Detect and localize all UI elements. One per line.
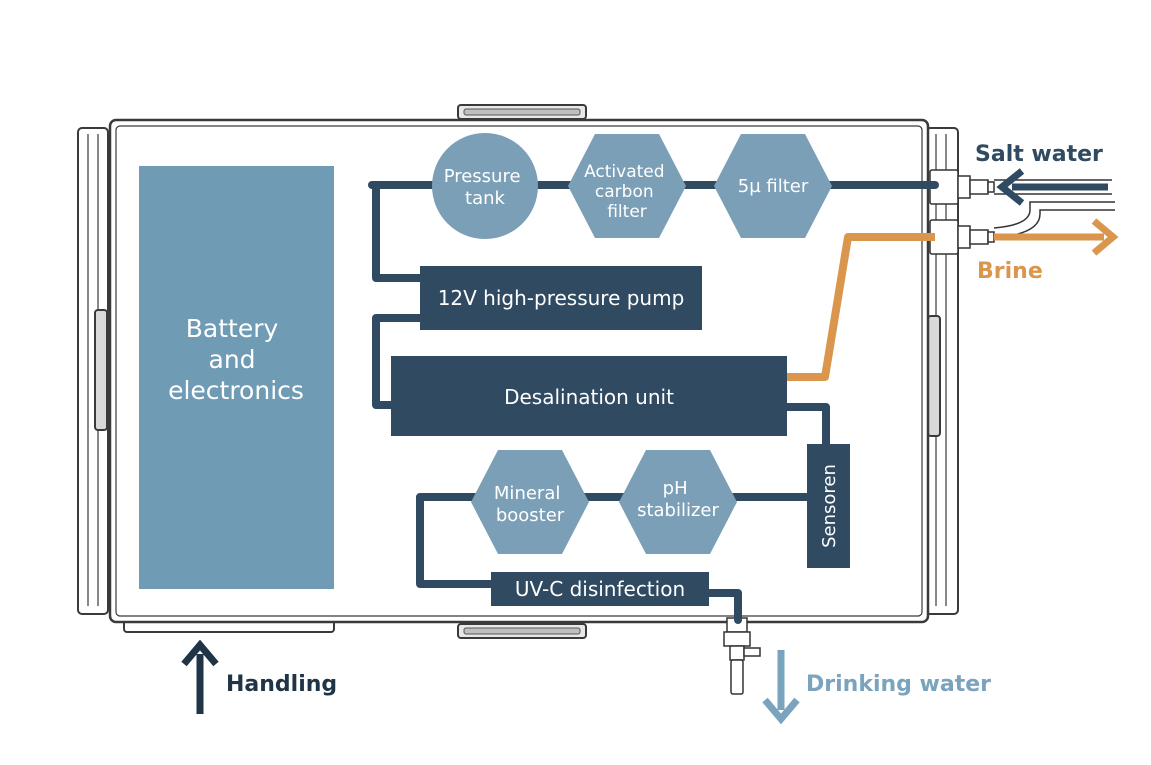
ph-stabilizer [619, 450, 737, 554]
battery-block [139, 166, 334, 589]
carbon-filter-line-2: carbon [595, 182, 654, 202]
uvc-label: UV-C disinfection [515, 577, 685, 601]
ph-stabilizer-line-1: pH [663, 478, 688, 499]
tap-fitting [723, 617, 761, 695]
pump-label: 12V high-pressure pump [438, 286, 685, 310]
mineral-booster-label: Mineral booster [494, 483, 566, 526]
salt-water-label: Salt water [975, 142, 1103, 167]
sensors-block [807, 444, 850, 568]
uvc-block [491, 572, 709, 606]
drinking-water-label: Drinking water [806, 672, 991, 697]
pipe-unit-to-sensors [782, 403, 830, 452]
carbon-filter [568, 134, 686, 238]
handling-arrow-icon [181, 639, 219, 714]
salt-water-arrow-icon [996, 168, 1108, 206]
mineral-booster [471, 450, 589, 554]
pipe-to-tap [704, 589, 742, 624]
pressure-tank-label: Pressure tank [444, 166, 527, 209]
ph-stabilizer-line-2: stabilizer [637, 500, 719, 521]
desalination-block [391, 356, 787, 436]
desalination-label: Desalination unit [504, 385, 674, 409]
inlet-fitting [929, 169, 995, 205]
ph-stabilizer-label: pH stabilizer [637, 478, 719, 521]
sensors-label: Sensoren [819, 464, 840, 548]
drinking-water-arrow-icon [762, 650, 800, 725]
pipe-to-pump [372, 181, 428, 282]
pipe-brine [786, 233, 935, 381]
pipe-treatment [416, 493, 814, 588]
mineral-booster-line-1: Mineral [494, 483, 560, 504]
carbon-filter-label: Activated carbon filter [584, 162, 670, 222]
outlet-fitting [929, 219, 995, 255]
pump-block [420, 266, 702, 330]
handling-label: Handling [226, 672, 337, 697]
battery-label-line-3: electronics [168, 376, 304, 405]
battery-label-line-2: and [209, 345, 256, 374]
micron-filter [714, 134, 832, 238]
brine-arrow-icon [994, 218, 1119, 256]
mineral-booster-line-2: booster [496, 505, 565, 526]
pressure-tank-line-1: Pressure [444, 166, 521, 187]
battery-label-line-1: Battery [186, 314, 279, 343]
pressure-tank [432, 133, 538, 239]
brine-label: Brine [977, 259, 1043, 284]
pressure-tank-line-2: tank [465, 188, 505, 209]
pipe-pump-to-unit [372, 314, 428, 409]
micron-filter-label: 5µ filter [738, 176, 809, 197]
carbon-filter-line-1: Activated [584, 162, 664, 182]
battery-label: Battery and electronics [168, 314, 304, 405]
carbon-filter-line-3: filter [607, 202, 647, 222]
